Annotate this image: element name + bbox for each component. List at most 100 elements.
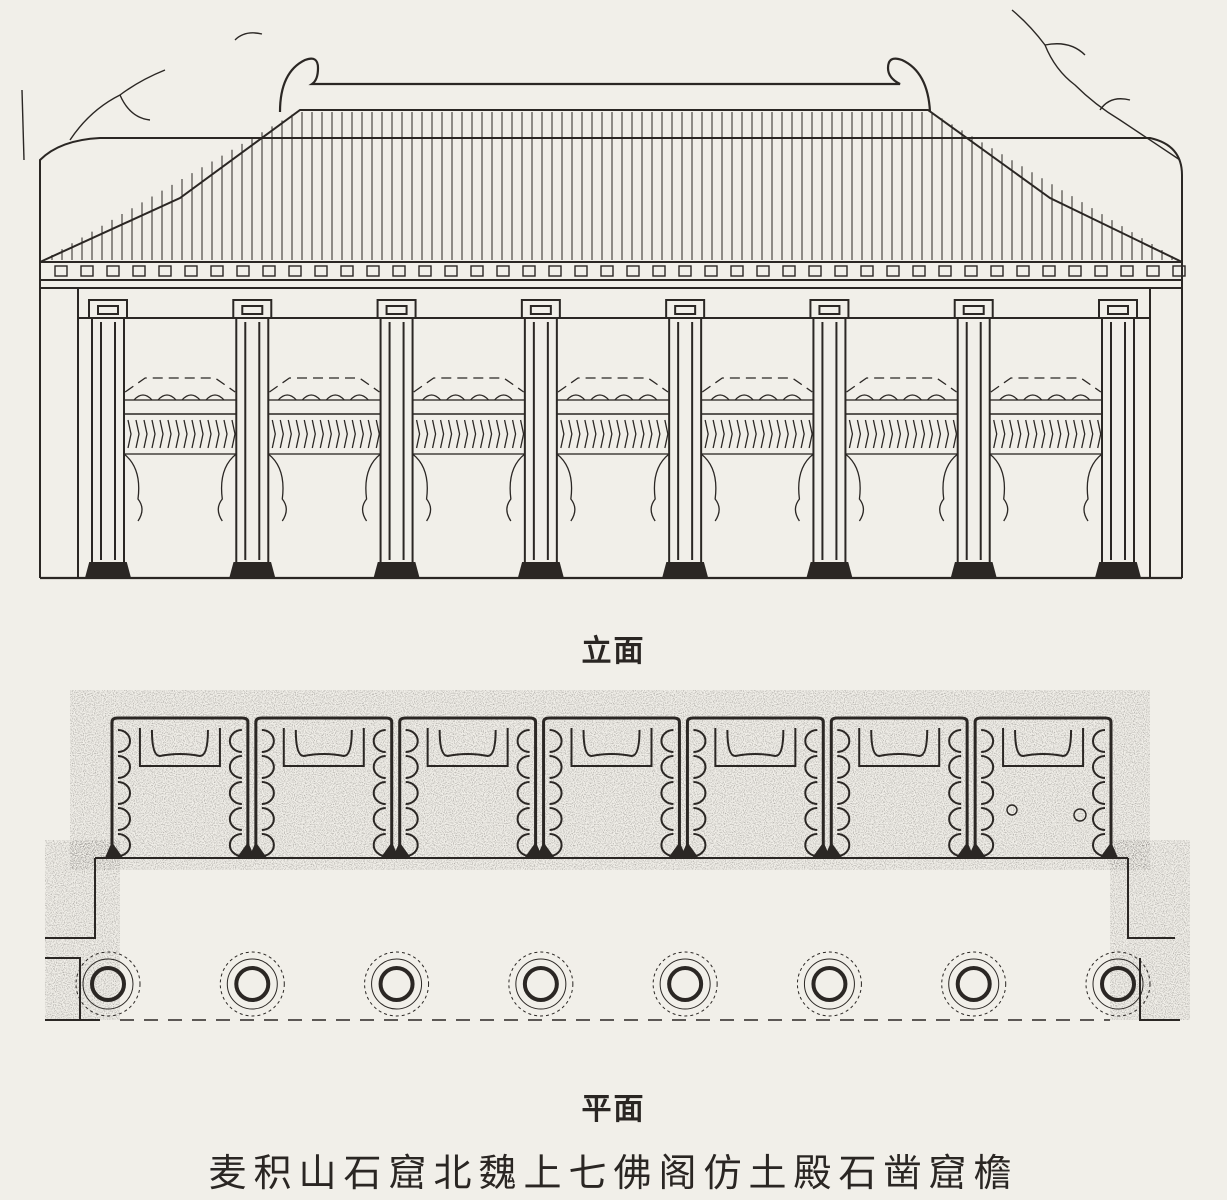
chamber-wall: [685, 716, 825, 858]
drapery-fold: [351, 419, 356, 449]
drapery-fold: [568, 419, 573, 449]
canopy-scallop: [157, 394, 177, 401]
drapery-fold: [511, 419, 517, 449]
eave-bracket: [886, 265, 900, 277]
chamber: [823, 716, 975, 859]
drapery-fold: [648, 419, 653, 449]
drapery-fold: [327, 419, 332, 449]
chamber-wall: [254, 716, 394, 858]
curtain-tie: [506, 453, 526, 522]
plan-view: [45, 690, 1190, 1021]
drapery-fold: [952, 419, 958, 449]
drapery-fold: [231, 419, 236, 449]
column: [661, 299, 709, 579]
column-base: [806, 562, 853, 579]
drapery-fold: [279, 419, 284, 449]
drapery-fold: [319, 419, 324, 449]
elevation-view: [21, 9, 1186, 580]
column-shaft-section: [667, 966, 704, 1002]
side-niche: [837, 781, 851, 805]
side-niche: [693, 781, 707, 805]
canopy-scallop: [446, 394, 466, 401]
drapery-fold: [848, 419, 854, 449]
drapery-fold: [768, 419, 773, 449]
side-niche: [804, 781, 818, 805]
canopy-scallop: [470, 394, 490, 401]
side-niche: [549, 807, 563, 831]
canopy-scallop: [277, 394, 297, 401]
gallery-right-end: [1139, 958, 1180, 1021]
plan-column: [1085, 951, 1151, 1017]
column-base: [373, 562, 420, 579]
column-capital-block: [529, 305, 552, 315]
drapery-fold: [728, 419, 733, 449]
side-niche: [804, 729, 818, 753]
drapery-fold: [560, 419, 565, 449]
drapery-fold: [439, 419, 445, 449]
column-shaft: [235, 317, 270, 564]
side-niche: [117, 755, 131, 779]
side-niche: [549, 729, 563, 753]
column-ring-outer: [1085, 951, 1151, 1017]
drapery-fold: [752, 419, 757, 449]
drapery-fold: [592, 419, 597, 449]
eave-bracket: [808, 265, 822, 277]
side-niche: [549, 781, 563, 805]
eave-bracket: [600, 265, 614, 277]
side-niche: [228, 755, 242, 779]
eave-bracket: [262, 265, 276, 277]
curtain-tie: [989, 453, 1009, 522]
column-shaft: [812, 317, 847, 564]
side-niche: [516, 729, 530, 753]
drapery-fold: [760, 419, 765, 449]
plan-column: [75, 951, 141, 1017]
drapery-fold: [303, 419, 308, 449]
drapery-fold: [888, 419, 894, 449]
canopy-scallop: [590, 394, 610, 401]
drapery-fold: [519, 419, 525, 449]
side-niche: [261, 755, 275, 779]
canopy-scallop: [782, 394, 802, 401]
eave-bracket: [470, 265, 484, 277]
canopy-scallop: [1071, 394, 1091, 401]
eave-bracket: [444, 265, 458, 277]
column-base: [950, 562, 998, 579]
drapery-fold: [792, 419, 797, 449]
chambers: [104, 716, 1119, 859]
altar-platform: [138, 728, 221, 767]
column-capital-block: [385, 305, 408, 315]
rock-stipple: [70, 690, 1150, 870]
column-ring: [948, 958, 1000, 1010]
side-niche: [1092, 781, 1106, 805]
altar-platform: [858, 728, 941, 767]
curtain-tie: [650, 453, 670, 522]
curtain-tie: [700, 453, 720, 522]
drapery-fold: [191, 419, 196, 449]
floor-hole: [1073, 808, 1087, 822]
drapery-fold: [207, 419, 212, 449]
chamber: [536, 716, 687, 859]
rock-stipple: [1110, 840, 1190, 1020]
eave-bracket: [1068, 265, 1082, 277]
drapery-fold: [1001, 419, 1006, 449]
chamber-wall: [542, 716, 681, 858]
drapery-fold: [1065, 419, 1070, 449]
column-capital-block: [962, 305, 985, 315]
gallery-left-end: [45, 957, 100, 1021]
side-niche: [405, 781, 419, 805]
canopy-band: [556, 399, 670, 415]
curtain-tie: [794, 453, 814, 522]
column-ring-outer: [219, 951, 285, 1017]
drapery-fold: [1081, 419, 1086, 449]
side-niche: [372, 755, 386, 779]
column-shaft: [91, 317, 125, 564]
side-niche: [804, 833, 818, 857]
eave-bracket: [236, 265, 250, 277]
eave-bracket: [288, 265, 302, 277]
curtain-tie: [1083, 453, 1103, 522]
drapery-fold: [920, 419, 926, 449]
drapery-fold: [359, 419, 364, 449]
drapery-fold: [1049, 419, 1054, 449]
eave-bracket: [522, 265, 536, 277]
side-niche: [948, 755, 962, 779]
